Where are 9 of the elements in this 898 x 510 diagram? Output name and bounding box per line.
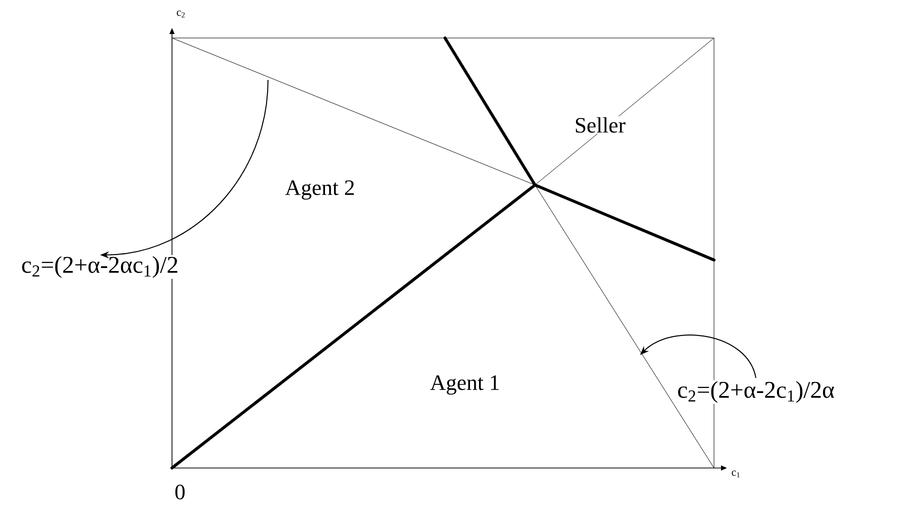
region-label: Agent 1 [429,374,501,396]
region-label: Agent 2 [284,179,356,201]
formula-label: c$_{2}$=(2+α-2αc$_{1}$)/2 [20,255,180,279]
region-label: c$_{2}$ [175,10,187,18]
region-label: 0 [174,484,186,500]
region-label: c$_{1}$ [730,470,742,478]
curved-arrow [640,334,756,378]
region-label: Seller [573,116,627,134]
formula-label: c$_{2}$=(2+α-2c$_{1}$)/2α [676,380,836,404]
